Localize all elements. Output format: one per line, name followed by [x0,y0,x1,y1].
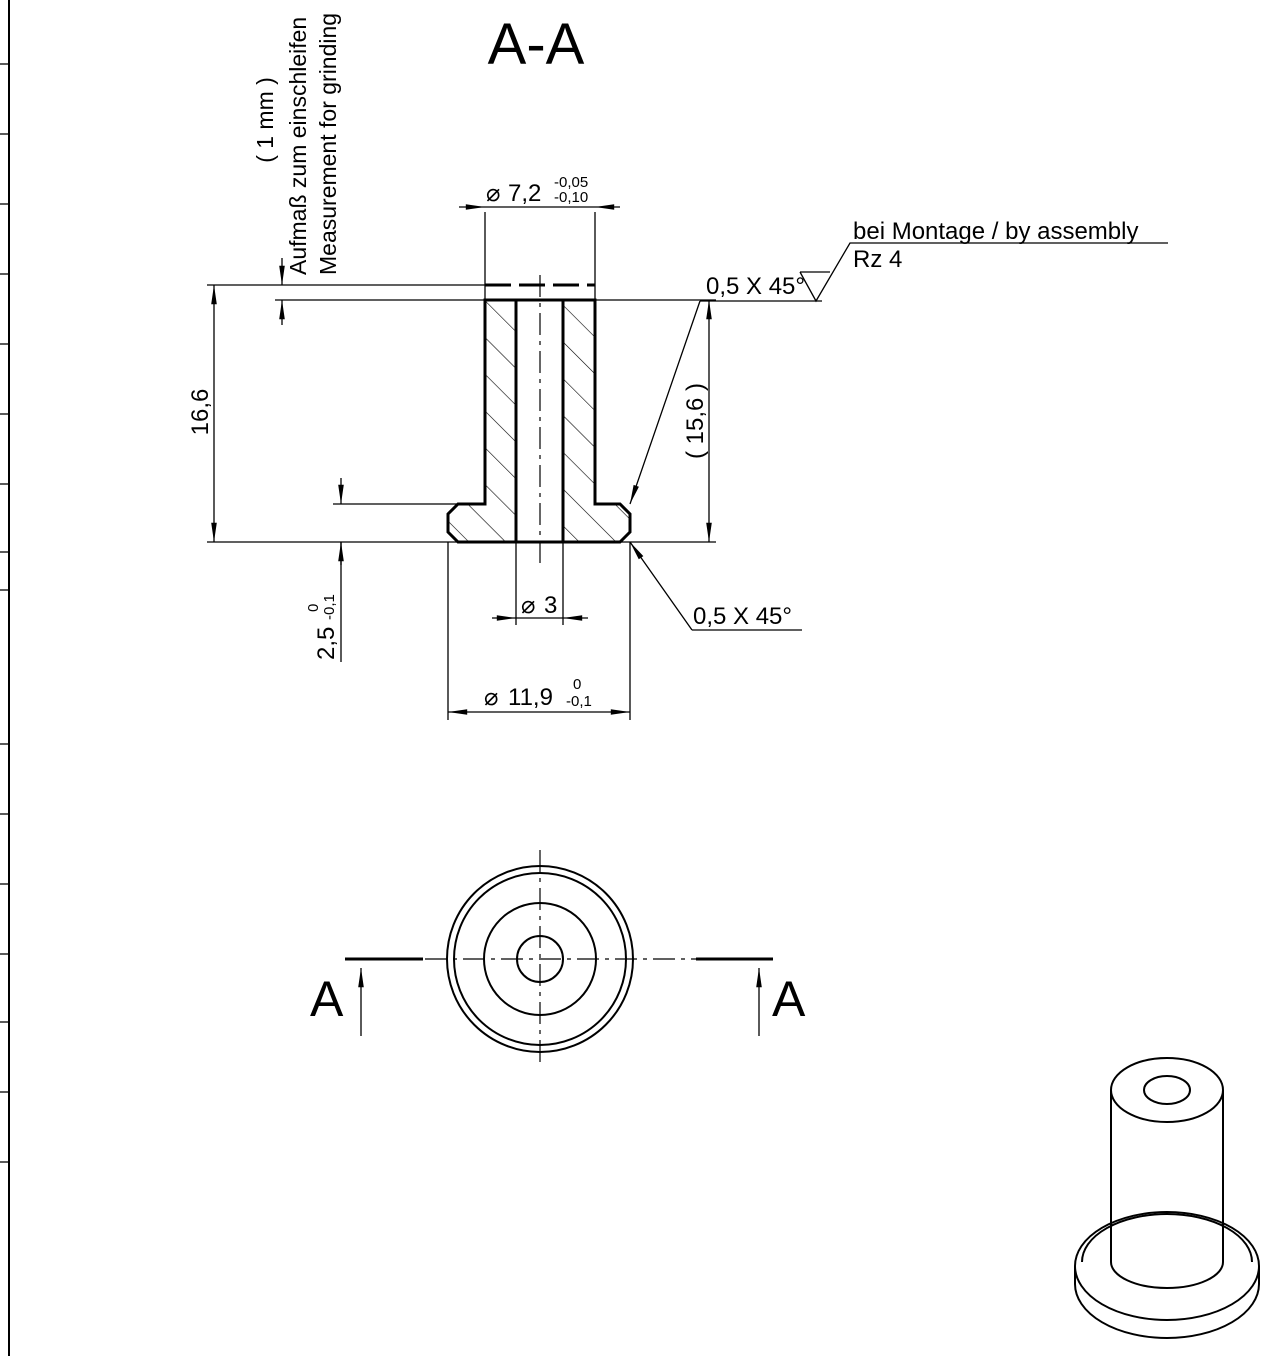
chamfer-bottom-label: 0,5 X 45° [693,603,792,630]
top-diameter-lower-tol: -0,10 [554,189,588,206]
top-diameter-value: 7,2 [508,180,541,207]
bore-diameter-symbol: ⌀ [521,592,535,619]
dim-body-height: ( 15,6 ) [595,299,716,542]
bore-diameter-value: 3 [544,592,557,619]
flange-diameter-upper-tol: 0 [573,676,581,693]
top-diameter-upper-tol: -0,05 [554,174,588,191]
dim-flange-diameter: ⌀ 11,9 0 -0,1 [447,542,631,720]
grinding-note-german: Aufmaß zum einschleifen [285,17,311,275]
section-cut-right: A [696,957,806,1036]
surface-note-line2: Rz 4 [853,246,902,273]
surface-note-line1: bei Montage / by assembly [853,218,1138,245]
top-view [425,850,696,1068]
body-height-value: ( 15,6 ) [682,383,709,459]
dim-flange-thickness: 2,5 0 -0,1 [305,478,458,662]
section-title: A-A [488,12,585,77]
flange-thickness-upper-tol: 0 [305,604,322,612]
chamfer-bottom-callout: 0,5 X 45° [629,541,802,631]
flange-thickness-value: 2,5 [313,627,340,660]
dim-bore-diameter: ⌀ 3 [492,542,588,625]
chamfer-top-label: 0,5 X 45° [706,273,805,300]
dim-top-diameter: ⌀ 7,2 -0,05 -0,10 [459,174,620,285]
top-diameter-symbol: ⌀ [486,180,500,207]
surface-finish-symbol: bei Montage / by assembly Rz 4 [799,218,1168,303]
grinding-note-english: Measurement for grinding [315,13,341,275]
sheet-border [0,0,10,1356]
dim-grinding-allowance: ( 1 mm ) Aufmaß zum einschleifen Measure… [252,13,485,325]
section-view [446,275,632,568]
flange-diameter-symbol: ⌀ [484,684,498,711]
flange-diameter-value: 11,9 [508,684,553,711]
hatched-material [448,300,630,542]
chamfer-top-callout: 0,5 X 45° [629,273,822,505]
dim-overall-height: 16,6 [187,284,716,543]
section-cut-left: A [310,957,423,1036]
flange-thickness-lower-tol: -0,1 [321,594,338,620]
flange-diameter-lower-tol: -0,1 [566,693,592,710]
overall-height-value: 16,6 [187,389,214,436]
grinding-allowance-value: ( 1 mm ) [252,77,278,163]
section-cut-label-right: A [772,971,806,1027]
isometric-view [1074,1057,1260,1339]
section-cut-label-left: A [310,971,344,1027]
